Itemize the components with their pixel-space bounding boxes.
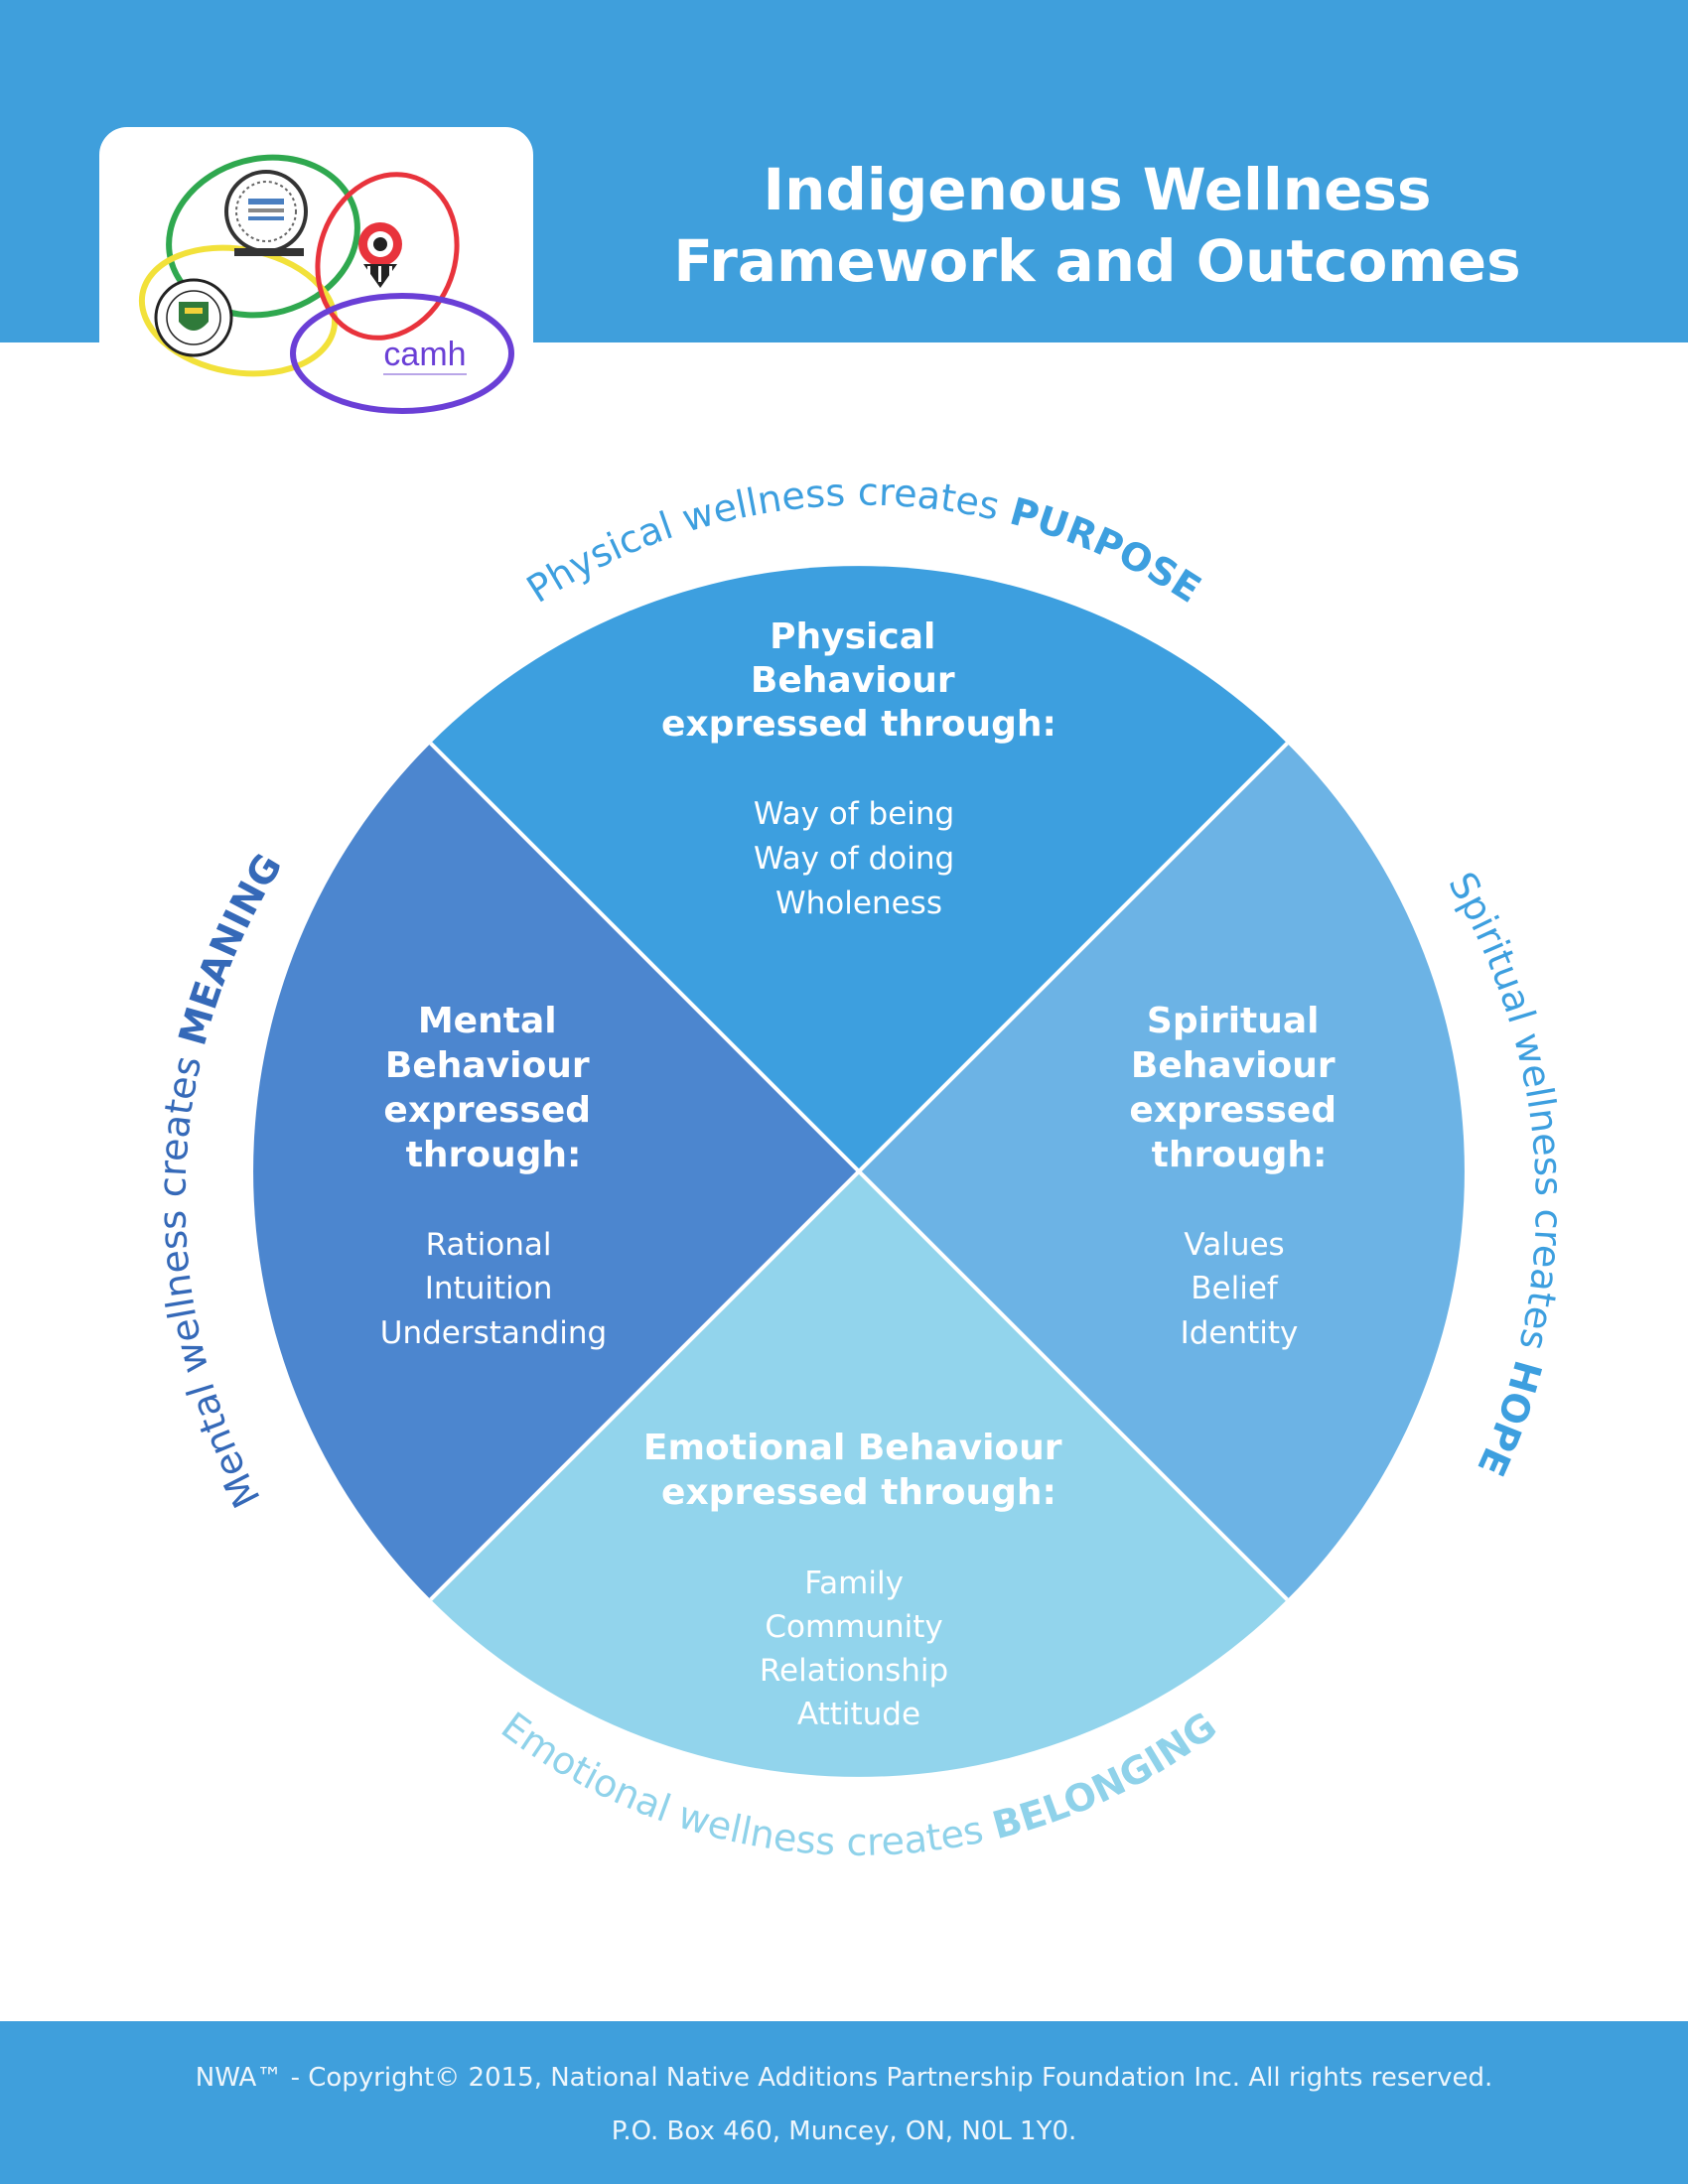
partner-logos: camh: [138, 154, 514, 414]
emotional-items: Family Community Relationship Attitude: [760, 1566, 958, 1732]
wheel: [253, 566, 1465, 1777]
physical-heading: Physical Behaviour expressed through:: [661, 616, 1056, 745]
quadrant-spiritual: [859, 743, 1465, 1600]
spiritual-heading: Spiritual Behaviour expressed through:: [1129, 1001, 1348, 1175]
thunderbird-partnership-logo: [358, 222, 402, 288]
mental-items: Rational Intuition Understanding: [380, 1227, 607, 1351]
quadrant-emotional: [430, 1171, 1288, 1777]
footer-band: NWA™ - Copyright© 2015, National Native …: [0, 2021, 1688, 2184]
emotional-heading: Emotional Behaviour expressed through:: [643, 1428, 1074, 1513]
title-line-2: Framework and Outcomes: [673, 227, 1521, 295]
page-title: Indigenous Wellness Framework and Outcom…: [596, 154, 1599, 297]
partner-logos-card: camh: [99, 127, 533, 435]
purple-ring-icon: [290, 293, 514, 414]
camh-logo: camh: [383, 336, 466, 373]
red-ring-icon: [315, 172, 460, 341]
title-line-1: Indigenous Wellness: [763, 156, 1432, 223]
footer-copyright: NWA™ - Copyright© 2015, National Native …: [195, 2063, 1493, 2093]
mental-heading: Mental Behaviour expressed through:: [383, 1001, 603, 1175]
physical-items: Way of being Way of doing Wholeness: [754, 796, 964, 921]
camh-tagline-line: [383, 373, 467, 375]
quadrant-mental: [253, 743, 859, 1600]
divider-line-2: [429, 742, 1289, 1601]
footer-address: P.O. Box 460, Muncey, ON, N0L 1Y0.: [611, 2116, 1077, 2146]
spiritual-items: Values Belief Identity: [1181, 1227, 1299, 1351]
university-of-saskatchewan-crest-logo: [154, 278, 233, 357]
quadrant-physical: [430, 566, 1288, 1171]
nnapf-seal-logo: [224, 170, 308, 256]
